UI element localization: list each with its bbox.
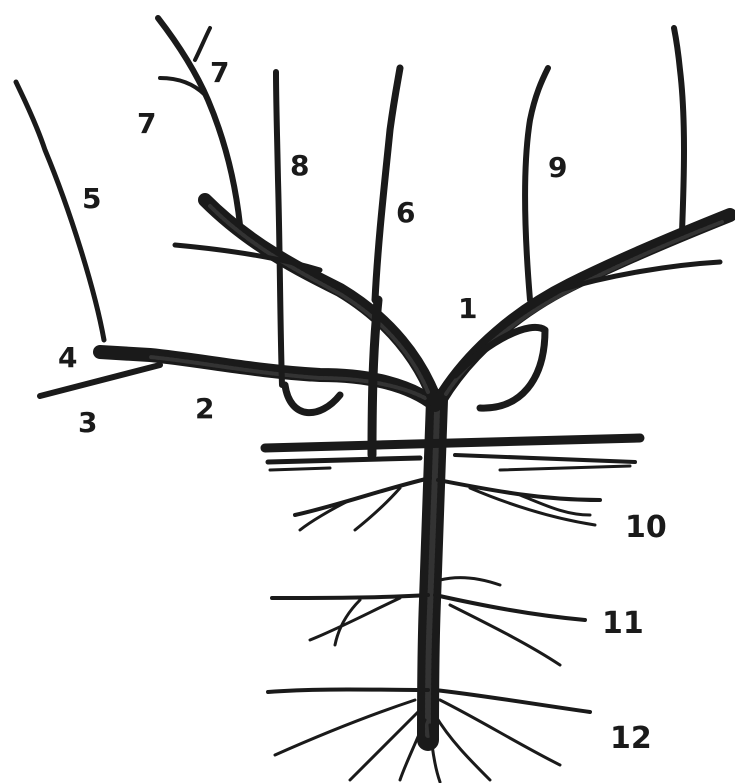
label-1: 1 (458, 292, 477, 325)
right-arm (440, 28, 730, 408)
center-cane (372, 68, 400, 455)
soil-surface (265, 438, 640, 470)
label-7a: 7 (210, 56, 229, 89)
upper-left-arm (158, 18, 435, 400)
label-10: 10 (625, 510, 667, 545)
roots-tier-10 (295, 478, 600, 530)
label-9: 9 (548, 151, 567, 184)
label-8: 8 (290, 149, 309, 182)
label-6: 6 (396, 196, 415, 229)
label-11: 11 (602, 606, 644, 641)
label-4: 4 (58, 341, 77, 374)
label-7b: 7 (137, 107, 156, 140)
label-5: 5 (82, 182, 101, 215)
label-2: 2 (195, 392, 214, 425)
label-3: 3 (78, 406, 97, 439)
label-12: 12 (610, 721, 652, 756)
